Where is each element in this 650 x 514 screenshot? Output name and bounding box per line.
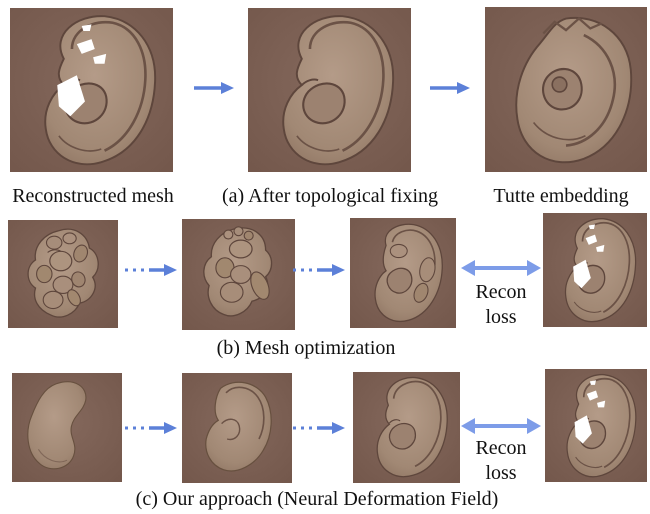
recon-loss-line2: loss [485, 462, 517, 484]
caption-reconstructed-mesh: Reconstructed mesh [12, 185, 174, 207]
panel-fragmented-mesh [8, 220, 118, 328]
recon-loss-line1: Recon [475, 281, 527, 303]
deformed-ear-graphic [353, 372, 460, 483]
optimized-mesh-graphic [350, 218, 456, 328]
dotted-right-arrow-icon [292, 421, 346, 435]
panel-partially-deformed-ear [182, 373, 292, 483]
dotted-right-arrow-icon [292, 263, 346, 277]
partially-deformed-ear-graphic [182, 373, 292, 483]
panel-after-topological-fixing [248, 8, 411, 172]
caption-after-topological-fixing: (a) After topological fixing [221, 185, 439, 207]
panel-tutte-embedding [485, 7, 647, 172]
panel-optimized-mesh [350, 218, 456, 328]
panel-partially-optimized-mesh [182, 219, 295, 330]
caption-tutte-embedding: Tutte embedding [493, 185, 629, 207]
ear-mesh-with-holes-graphic [543, 213, 647, 327]
caption-our-approach: (c) Our approach (Neural Deformation Fie… [135, 488, 499, 510]
recon-loss-line1: Recon [475, 437, 527, 459]
left-right-arrow-icon [461, 416, 541, 436]
panel-template-blob [12, 373, 122, 482]
recon-loss-line2: loss [485, 306, 517, 328]
fragmented-mesh-graphic [8, 220, 118, 328]
dotted-right-arrow-icon [124, 263, 178, 277]
left-right-arrow-icon [461, 258, 541, 278]
right-arrow-icon [429, 81, 471, 95]
ear-mesh-fixed-graphic [248, 8, 411, 172]
panel-reconstructed-mesh-target [545, 369, 647, 482]
panel-deformed-ear [353, 372, 460, 483]
panel-reconstructed-mesh-target [543, 213, 647, 327]
right-arrow-icon [193, 81, 235, 95]
partially-optimized-mesh-graphic [182, 219, 295, 330]
panel-reconstructed-mesh [10, 8, 173, 172]
tutte-embedding-graphic [485, 7, 647, 172]
recon-loss-label: Recon loss [458, 436, 544, 486]
ear-mesh-with-holes-graphic [10, 8, 173, 172]
dotted-right-arrow-icon [124, 421, 178, 435]
ear-mesh-with-holes-graphic [545, 369, 647, 482]
recon-loss-label: Recon loss [458, 280, 544, 330]
template-blob-graphic [12, 373, 122, 482]
caption-mesh-optimization: (b) Mesh optimization [216, 337, 396, 359]
